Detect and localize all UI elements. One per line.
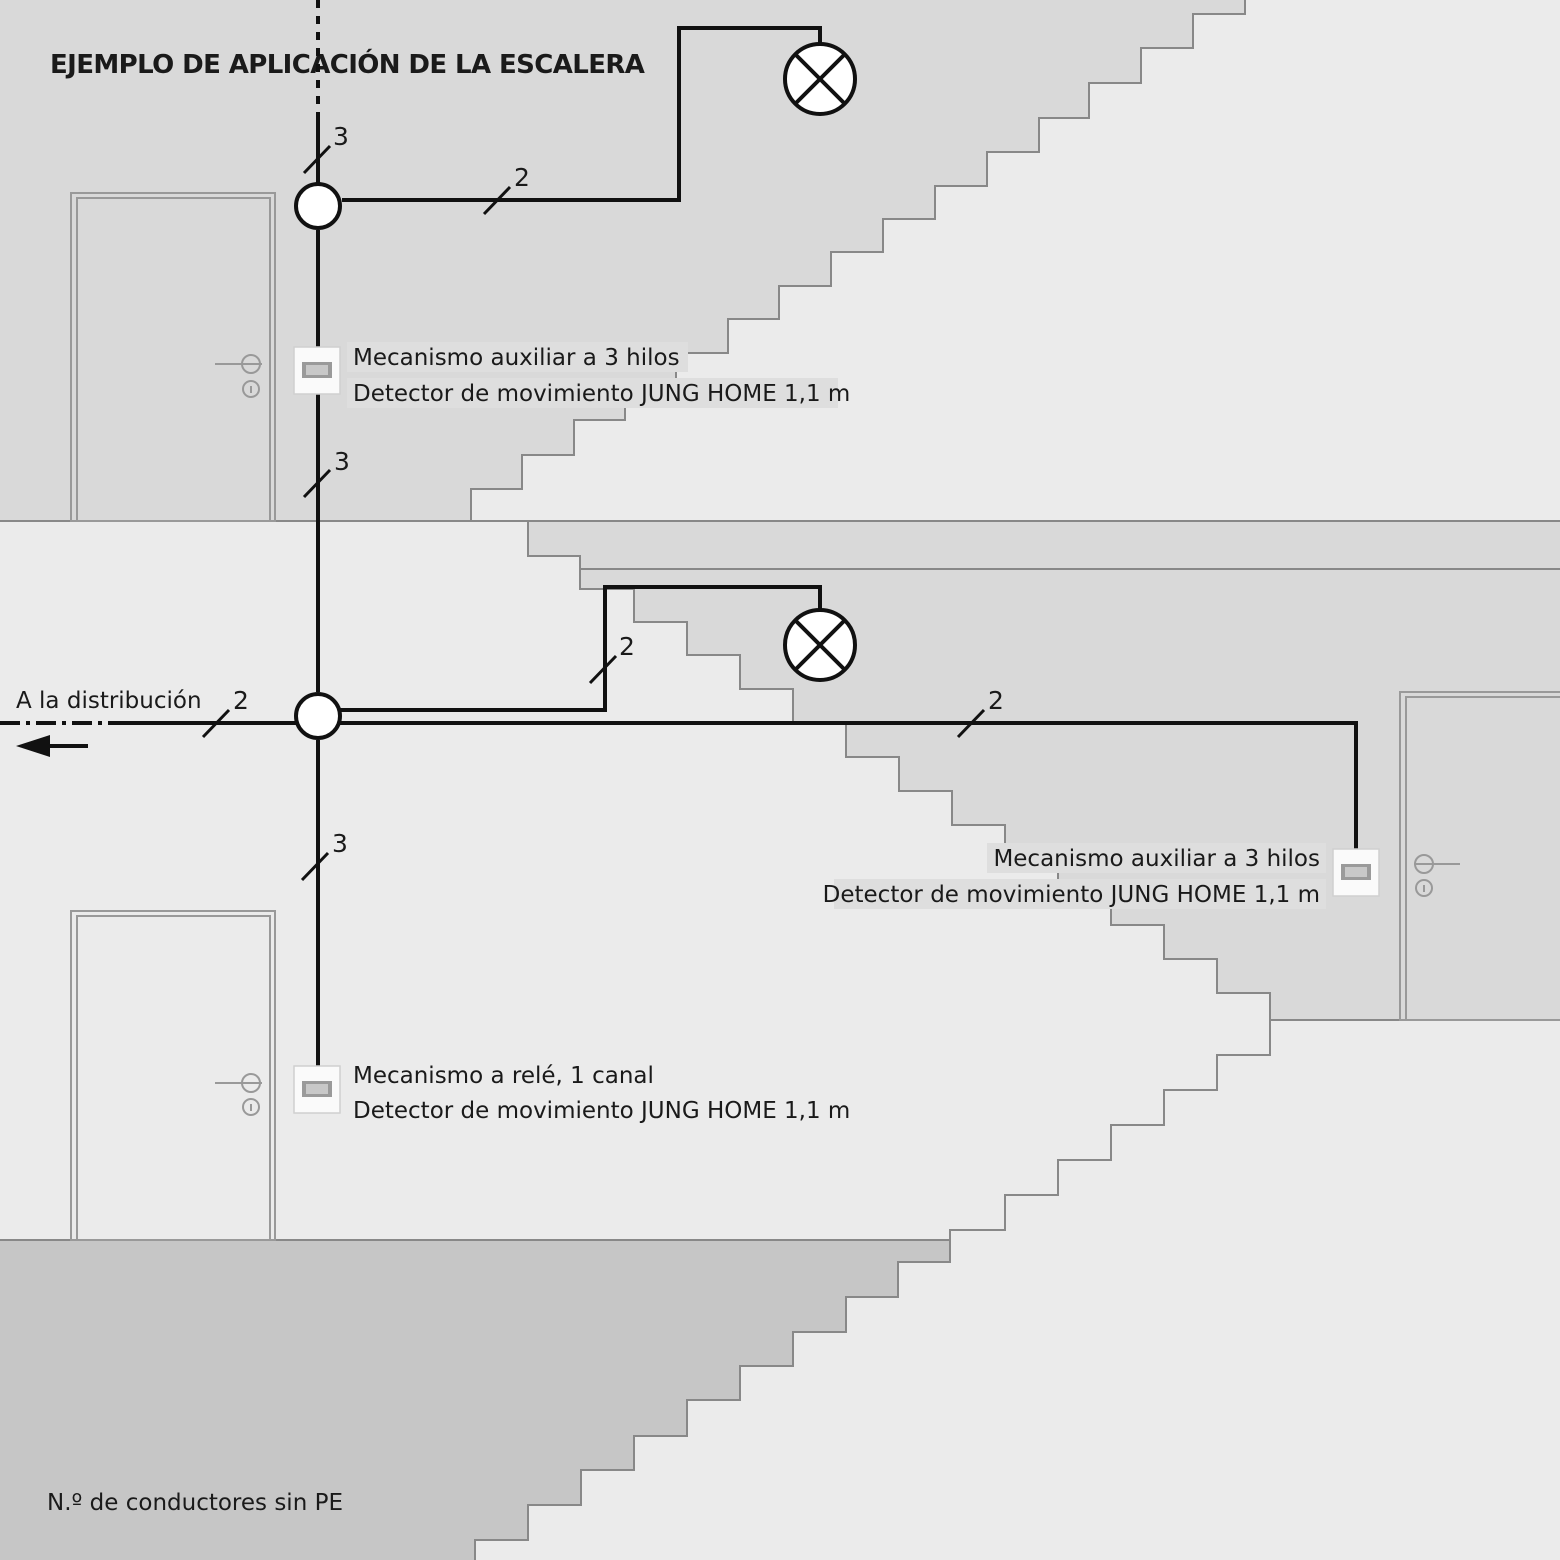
stair-upper	[470, 0, 1246, 521]
device-upper-line1: Mecanismo auxiliar a 3 hilos	[353, 345, 680, 371]
device-label-right: Mecanismo auxiliar a 3 hilos Detector de…	[823, 843, 1326, 909]
motion-detector-icon	[293, 1065, 341, 1114]
device-label-lower: Mecanismo a relé, 1 canal Detector de mo…	[353, 1063, 850, 1124]
slab-band	[528, 521, 1560, 569]
keyhole-icon	[242, 380, 260, 398]
distribution-label: A la distribución	[16, 688, 202, 714]
door-right	[1399, 691, 1560, 1021]
tick-lamp-upper	[482, 185, 512, 216]
diagram-title: EJEMPLO DE APLICACIÓN DE LA ESCALERA	[50, 48, 645, 80]
device-upper-line2: Detector de movimiento JUNG HOME 1,1 m	[353, 381, 850, 407]
tick-riser-top	[302, 144, 332, 175]
keyhole-icon	[242, 1098, 260, 1116]
tick-riser-lower	[300, 851, 330, 882]
device-label-upper: Mecanismo auxiliar a 3 hilos Detector de…	[347, 342, 850, 408]
tick-distribution	[201, 708, 231, 739]
count-riser-top: 3	[333, 122, 349, 151]
junction-box-lower	[294, 692, 342, 740]
arrow-left-icon	[16, 735, 88, 757]
door-handle-icon	[241, 1073, 261, 1093]
tick-lamp-lower	[588, 654, 618, 685]
device-right-line2: Detector de movimiento JUNG HOME 1,1 m	[823, 882, 1320, 908]
conductor-counts: 3 2 3 2 2 2 3	[233, 122, 1004, 858]
keyhole-icon	[1415, 879, 1433, 897]
count-distribution: 2	[233, 686, 249, 715]
count-lamp-upper: 2	[514, 163, 530, 192]
door-handle-icon	[241, 354, 261, 374]
door-lower	[70, 910, 276, 1241]
basement-wall	[0, 1240, 950, 1560]
motion-detector-icon	[293, 346, 341, 395]
stair-lower	[474, 1020, 1271, 1560]
count-riser-upper: 3	[334, 447, 350, 476]
wire-to-lamp-lower	[340, 585, 822, 712]
motion-detector-icon	[1332, 848, 1380, 897]
door-handle-icon	[1414, 854, 1434, 874]
door-upper	[70, 192, 276, 522]
count-right-device: 2	[988, 686, 1004, 715]
junction-box-upper	[294, 182, 342, 230]
count-lamp-lower: 2	[619, 632, 635, 661]
lamp-icon	[783, 42, 857, 116]
stair-middle	[845, 722, 1271, 1020]
device-lower-line2: Detector de movimiento JUNG HOME 1,1 m	[353, 1098, 850, 1124]
landing-wall	[580, 569, 1560, 1020]
count-riser-lower: 3	[332, 829, 348, 858]
wiring	[0, 0, 1358, 1068]
device-lower-line1: Mecanismo a relé, 1 canal	[353, 1063, 654, 1089]
wire-to-lamp-upper	[342, 26, 822, 202]
stair-soffit	[527, 521, 794, 722]
tick-right-device	[956, 708, 986, 739]
device-right-line1: Mecanismo auxiliar a 3 hilos	[993, 846, 1320, 872]
tick-riser-upper	[302, 468, 332, 499]
footer-note: N.º de conductores sin PE	[47, 1490, 343, 1516]
wire-to-right-device	[340, 721, 1358, 850]
lamp-icon	[783, 608, 857, 682]
